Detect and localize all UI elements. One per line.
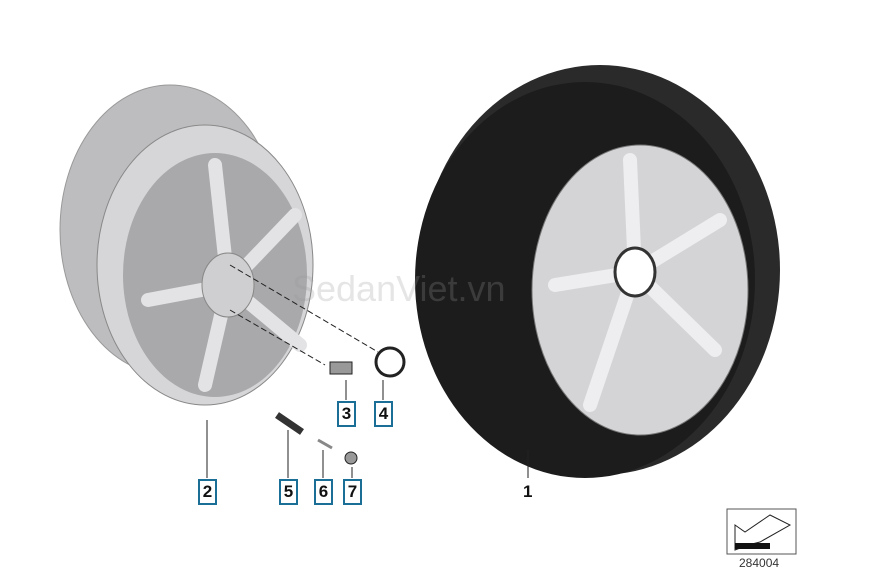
small-parts [229, 264, 406, 478]
rim-drawing [59, 84, 314, 478]
callout-1: 1 [523, 482, 533, 501]
emblem-icon [374, 346, 406, 378]
reference-arrow-icon [726, 508, 797, 555]
wheel-bolt-icon [329, 361, 353, 375]
reference-number: 284004 [739, 556, 780, 570]
callout-5: 5 [279, 479, 298, 505]
watermark: SedanViet.vn [292, 268, 506, 309]
valve-icon [275, 412, 304, 435]
callout-4: 4 [374, 401, 393, 427]
valve-insert-icon [317, 438, 333, 450]
callout-3: 3 [337, 401, 356, 427]
callout-7: 7 [343, 479, 362, 505]
callout-2: 2 [198, 479, 217, 505]
tyre-drawing [415, 65, 780, 478]
callout-6: 6 [314, 479, 333, 505]
bmw-emblem-icon [613, 246, 657, 298]
valve-cap-icon [344, 451, 358, 465]
